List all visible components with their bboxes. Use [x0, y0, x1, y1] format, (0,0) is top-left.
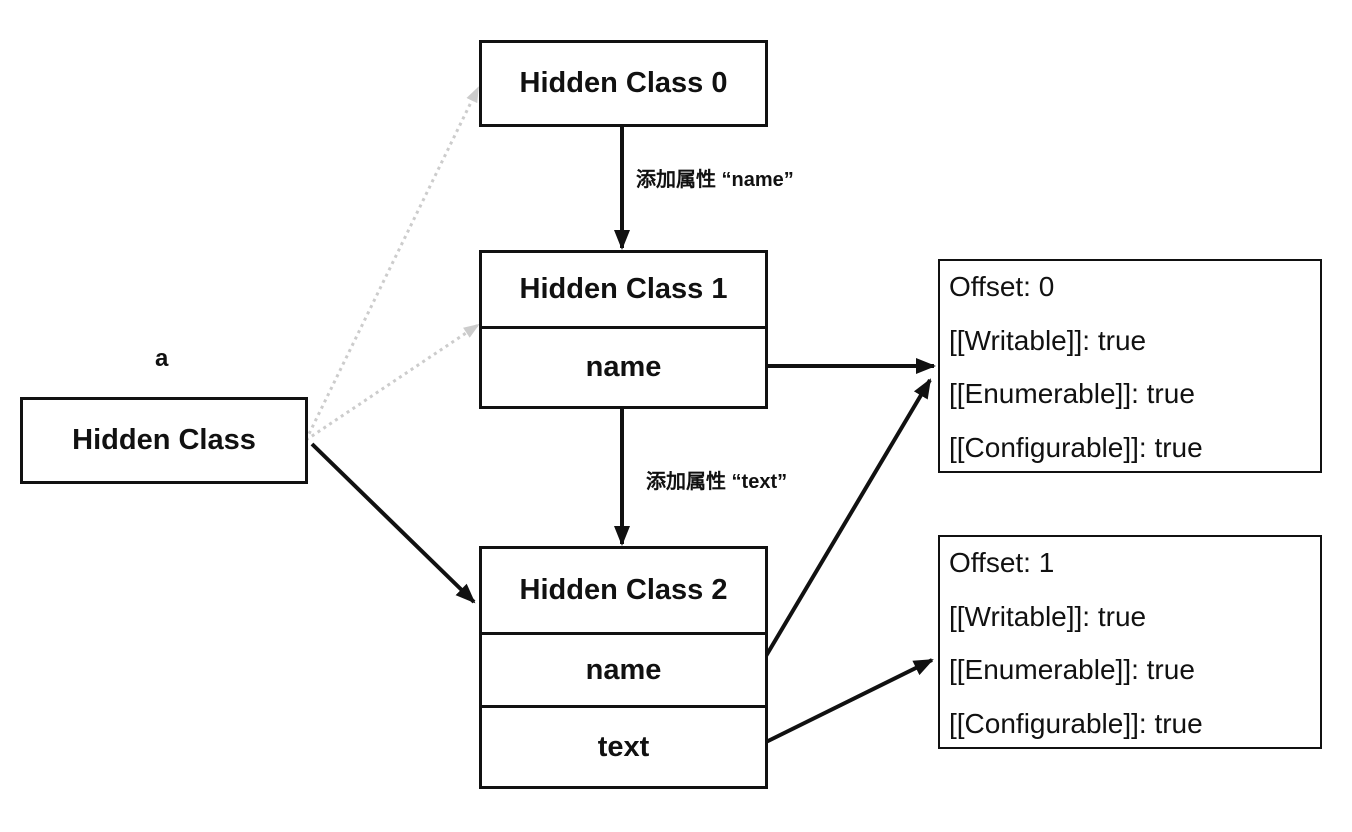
hidden-class-2-property-name: name	[482, 632, 765, 705]
descriptor-1-writable: [[Writable]]: true	[949, 600, 1147, 632]
object-hidden-class-box: Hidden Class	[20, 397, 308, 484]
arrow-hc2-text-to-descriptor-1	[765, 658, 934, 744]
descriptor-0-writable: [[Writable]]: true	[949, 324, 1147, 356]
descriptor-0-offset: Offset: 0	[949, 271, 1055, 302]
descriptor-1-enumerable: [[Enumerable]]: true	[949, 654, 1195, 685]
dotted-arrow-to-hidden-class-1	[305, 323, 480, 442]
arrow-hc2-name-to-descriptor-0	[764, 378, 932, 658]
hidden-class-0-title: Hidden Class 0	[519, 67, 728, 99]
object-hidden-class-label: Hidden Class	[72, 424, 256, 456]
hidden-class-0-box: Hidden Class 0	[479, 40, 768, 127]
transition-label-add-text: 添加属性 “text”	[646, 471, 788, 493]
property-descriptor-1: Offset: 1 [[Writable]]: true [[Enumerabl…	[938, 535, 1322, 749]
descriptor-1-configurable: [[Configurable]]: true	[949, 707, 1203, 739]
dotted-arrow-to-hidden-class-0	[304, 86, 480, 441]
descriptor-1-offset: Offset: 1	[949, 547, 1055, 578]
arrow-object-to-hidden-class-2	[310, 442, 476, 604]
descriptor-0-enumerable: [[Enumerable]]: true	[949, 378, 1195, 409]
property-descriptor-0: Offset: 0 [[Writable]]: true [[Enumerabl…	[938, 259, 1322, 473]
hidden-class-1-property-name: name	[482, 326, 765, 406]
hidden-class-2-box: Hidden Class 2 name text	[479, 546, 768, 789]
hidden-class-2-title: Hidden Class 2	[519, 574, 728, 606]
object-label: a	[155, 345, 169, 372]
hidden-class-2-property-text: text	[482, 705, 765, 786]
transition-label-add-name: 添加属性 “name”	[636, 169, 794, 191]
hidden-class-1-box: Hidden Class 1 name	[479, 250, 768, 409]
descriptor-0-configurable: [[Configurable]]: true	[949, 431, 1203, 463]
hidden-class-1-title: Hidden Class 1	[519, 273, 728, 305]
